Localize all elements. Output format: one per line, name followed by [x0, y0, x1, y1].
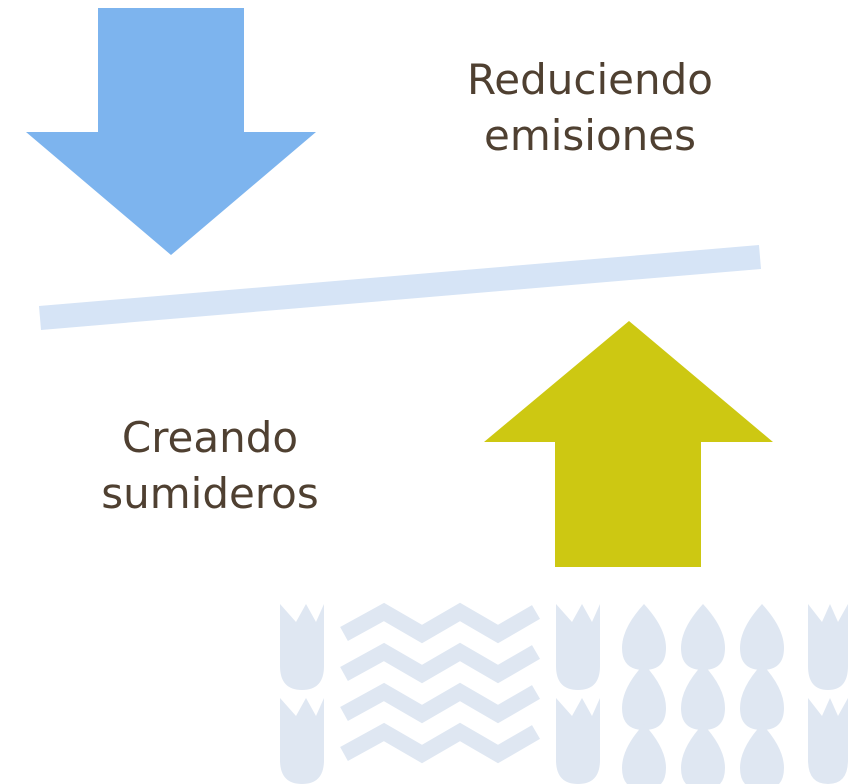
tulip-icon — [280, 698, 324, 784]
tulip-icon — [808, 698, 848, 784]
tulip-icon — [280, 604, 324, 690]
creating-sinks-line-2: sumideros — [101, 469, 319, 518]
balance-bar — [38, 245, 762, 330]
creating-sinks-label: Creando sumideros — [70, 410, 350, 522]
tulip-icon — [556, 698, 600, 784]
reducing-emissions-label: Reduciendo emisiones — [440, 52, 740, 164]
arrow-up-icon — [484, 321, 773, 567]
tulip-icon — [556, 604, 600, 690]
arrow-down-icon — [26, 8, 316, 255]
tulip-icon — [808, 604, 848, 690]
reducing-emissions-line-2: emisiones — [483, 111, 696, 160]
creating-sinks-line-1: Creando — [121, 413, 299, 462]
decorative-pattern — [280, 602, 848, 784]
reducing-emissions-line-1: Reduciendo — [467, 55, 713, 104]
wave-icon — [340, 602, 541, 764]
drop-icon — [622, 604, 784, 784]
